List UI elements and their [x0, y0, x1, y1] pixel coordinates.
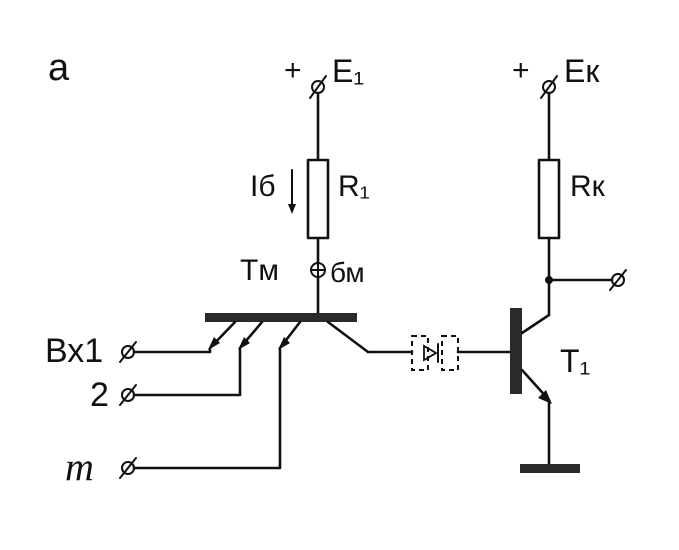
base-node-label: бм — [330, 257, 365, 288]
wire-input-m — [132, 348, 282, 470]
input-m-terminal: m — [65, 444, 137, 489]
output-terminal — [609, 269, 627, 291]
ek-plus-sign: + — [512, 54, 530, 87]
figure-label: a — [48, 47, 70, 89]
t1-base-bar — [510, 308, 522, 394]
r1-label: R₁ — [338, 170, 370, 203]
emitter-m — [278, 320, 302, 350]
ground-bar — [520, 464, 580, 473]
level-shift-diodes — [411, 335, 459, 371]
base-current-arrow — [288, 169, 296, 214]
input-2-label: 2 — [90, 376, 109, 414]
multi-emitter-collector — [326, 320, 370, 354]
resistor-r1 — [306, 158, 330, 240]
multi-emitter-transistor-label: Tм — [240, 254, 279, 287]
input-m-label: m — [65, 444, 94, 489]
e1-supply-terminal: + E₁ — [284, 53, 364, 99]
e1-label: E₁ — [332, 53, 364, 89]
rk-label: Rк — [570, 170, 606, 203]
wire-input-1 — [132, 348, 212, 354]
t1-collector — [520, 313, 551, 335]
ek-label: Eк — [564, 53, 600, 89]
multi-emitter-base-bar — [205, 313, 357, 322]
input-1-label: Вх1 — [45, 332, 103, 370]
ek-supply-terminal: + Eк — [512, 53, 600, 99]
emitter-1 — [208, 320, 237, 350]
input-1-terminal: Вх1 — [45, 332, 137, 370]
e1-plus-sign: + — [284, 54, 302, 87]
base-current-label: Iб — [250, 170, 276, 203]
base-node-terminal — [310, 262, 326, 278]
resistor-rk — [537, 158, 561, 240]
t1-label: T₁ — [560, 343, 590, 379]
emitter-2 — [238, 320, 264, 350]
input-2-terminal: 2 — [90, 376, 137, 414]
wire-input-2 — [132, 348, 242, 397]
t1-emitter — [520, 368, 552, 404]
